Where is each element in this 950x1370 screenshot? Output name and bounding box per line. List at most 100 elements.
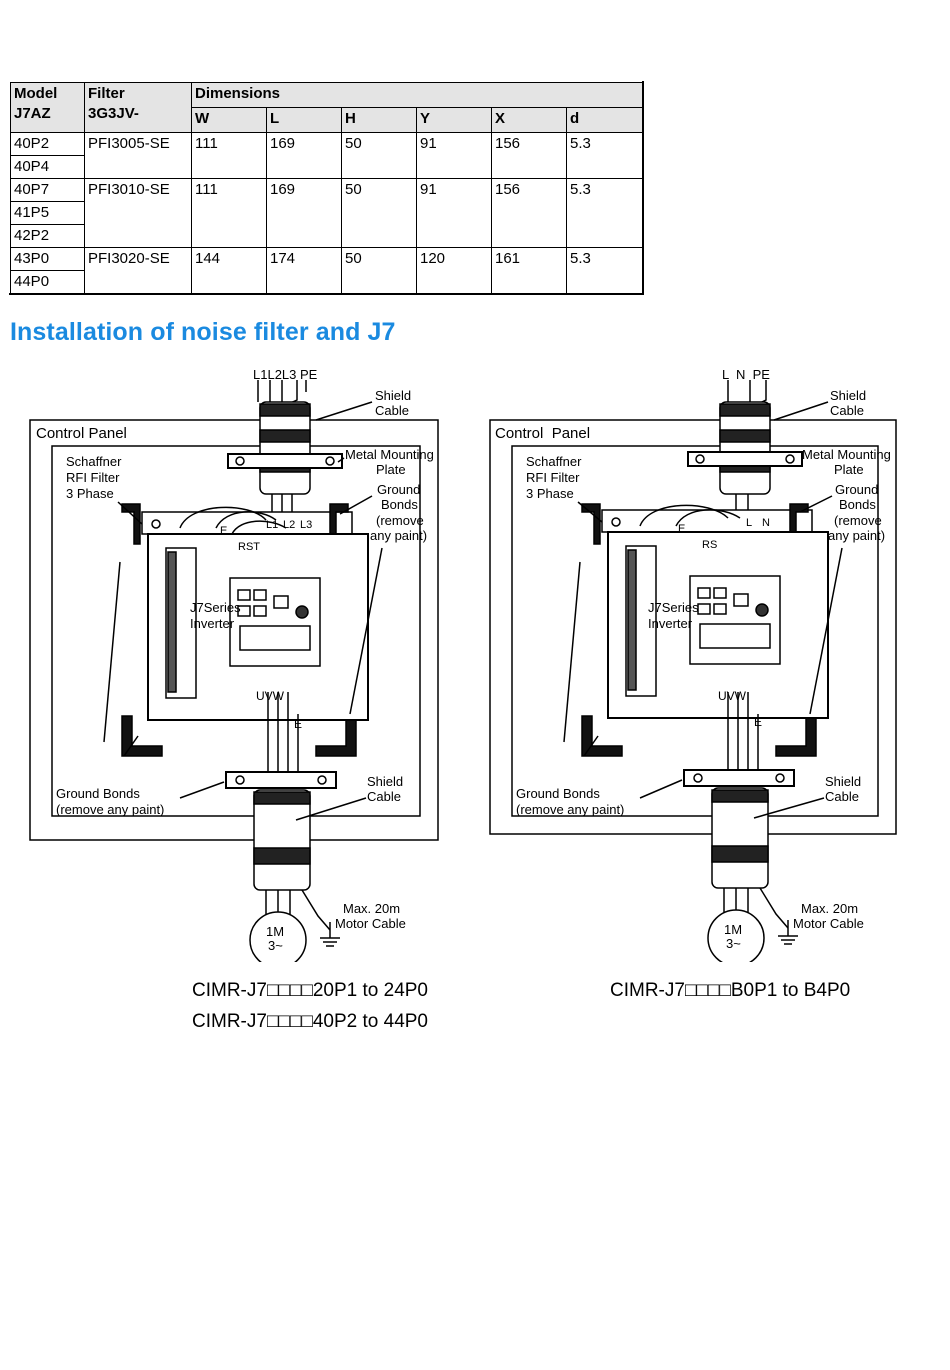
motor-cable-1: Max. 20m: [801, 901, 858, 916]
shield-cable-top-1: Shield: [375, 388, 411, 403]
table-row: 41P5: [10, 201, 643, 225]
model-cell: 40P7: [10, 178, 85, 202]
shield-cable-bottom-1: Shield: [825, 774, 861, 789]
filter-terminal-1: L1: [266, 519, 278, 531]
col-l-header: L: [266, 107, 342, 133]
w-cell: 144: [191, 247, 267, 294]
model-cell: 40P4: [10, 155, 85, 179]
inverter-label-2: Inverter: [648, 616, 693, 631]
rs-terminals: RS: [702, 539, 717, 551]
w-cell: 111: [191, 178, 267, 248]
filter-header: Filter 3G3JV-: [84, 82, 192, 133]
filter-label-3: 3 Phase: [66, 486, 114, 501]
shield-cable-top-2: Cable: [830, 403, 864, 418]
filter-label-2: RFI Filter: [526, 470, 580, 485]
d-cell: 5.3: [565, 247, 644, 294]
uvw-terminals: UVW: [718, 689, 747, 703]
col-h-header: H: [341, 107, 417, 133]
w-cell: 111: [191, 132, 267, 179]
earth-terminal: E: [294, 717, 302, 731]
x-cell: 156: [491, 132, 567, 179]
metal-mounting-1: Metal Mounting: [802, 447, 891, 462]
table-row: 40P2 PFI3005-SE 111 169 50 91 156 5.3: [10, 132, 644, 179]
dimensions-table: Model J7AZ Filter 3G3JV- Dimensions W L …: [10, 82, 644, 294]
shield-cable-bottom-2: Cable: [367, 789, 401, 804]
model-cell: 41P5: [10, 201, 85, 225]
inverter-label-1: J7Series: [190, 600, 241, 615]
filter-cell: PFI3020-SE: [84, 247, 192, 294]
section-title: Installation of noise filter and J7: [10, 318, 396, 346]
metal-mounting-2: Plate: [834, 462, 864, 477]
ground-bonds-bottom-1: Ground Bonds: [516, 786, 600, 801]
motor-cable-2: Motor Cable: [335, 916, 406, 931]
x-cell: 156: [491, 178, 567, 248]
y-cell: 91: [416, 132, 492, 179]
model-cell: 42P2: [10, 224, 85, 248]
rst-terminals: RST: [238, 541, 260, 553]
ground-bonds-right-3: (remove: [834, 513, 882, 528]
uvw-terminals: UVW: [256, 689, 285, 703]
filter-label-3: 3 Phase: [526, 486, 574, 501]
filter-label-1: Schaffner: [526, 454, 582, 469]
shield-cable-top-1: Shield: [830, 388, 866, 403]
ground-bonds-bottom-2: (remove any paint): [56, 802, 164, 817]
filter-header-line2: 3G3JV-: [88, 105, 139, 122]
three-phase-installation-diagram: L1L2L3 PE Control Panel Schaffner RFI Fi…: [29, 367, 439, 962]
model-header: Model J7AZ: [10, 82, 85, 133]
col-w-header: W: [191, 107, 267, 133]
ground-bonds-right-4: any paint): [370, 528, 427, 543]
col-y-header: Y: [416, 107, 492, 133]
motor-label-1: 1M: [266, 924, 284, 939]
motor-label-1: 1M: [724, 922, 742, 937]
table-row: 44P0: [10, 270, 643, 294]
metal-mounting-1: Metal Mounting: [345, 447, 434, 462]
caption-left-1: CIMR-J7□□□□20P1 to 24P0: [192, 980, 428, 1001]
input-terminals-label: L N PE: [722, 367, 770, 382]
control-panel-label: Control Panel: [495, 425, 590, 442]
shield-cable-bottom-1: Shield: [367, 774, 403, 789]
caption-right-1: CIMR-J7□□□□B0P1 to B4P0: [610, 980, 851, 1001]
filter-header-line1: Filter: [88, 85, 125, 102]
l-cell: 169: [266, 132, 342, 179]
y-cell: 120: [416, 247, 492, 294]
table-row: 40P4: [10, 155, 643, 179]
inverter-label-1: J7Series: [648, 600, 699, 615]
table-row: 40P7 PFI3010-SE 111 169 50 91 156 5.3: [10, 178, 644, 248]
control-panel-label: Control Panel: [36, 425, 127, 442]
earth-terminal: E: [754, 715, 762, 729]
model-header-line1: Model: [14, 85, 58, 102]
filter-label-1: Schaffner: [66, 454, 122, 469]
d-cell: 5.3: [565, 132, 644, 179]
filter-terminal-e: E: [678, 523, 685, 535]
y-cell: 91: [416, 178, 492, 248]
ground-bonds-right-1: Ground: [835, 482, 878, 497]
ground-bonds-bottom-1: Ground Bonds: [56, 786, 140, 801]
inverter-label-2: Inverter: [190, 616, 235, 631]
filter-terminal-2: L2: [283, 519, 295, 531]
filter-label-2: RFI Filter: [66, 470, 120, 485]
caption-left-2: CIMR-J7□□□□40P2 to 44P0: [192, 1011, 428, 1032]
dimensions-header: Dimensions: [190, 82, 644, 108]
single-phase-installation-diagram: L N PE Control Panel Schaffner RFI Filte…: [489, 367, 897, 962]
motor-label-2: 3~: [268, 938, 283, 953]
x-cell: 161: [491, 247, 567, 294]
ground-bonds-right-1: Ground: [377, 482, 420, 497]
ground-bonds-right-2: Bonds: [381, 497, 418, 512]
ground-bonds-bottom-2: (remove any paint): [516, 802, 624, 817]
motor-label-2: 3~: [726, 936, 741, 951]
l-cell: 174: [266, 247, 342, 294]
d-cell: 5.3: [565, 178, 644, 248]
filter-terminal-e: E: [220, 525, 227, 537]
motor-cable-2: Motor Cable: [793, 916, 864, 931]
col-d-header: d: [565, 107, 644, 133]
table-row: 43P0 PFI3020-SE 144 174 50 120 161 5.3: [10, 247, 644, 294]
h-cell: 50: [341, 247, 417, 294]
model-header-line2: J7AZ: [14, 105, 51, 122]
model-cell: 44P0: [10, 270, 85, 294]
l-cell: 169: [266, 178, 342, 248]
metal-mounting-2: Plate: [376, 462, 406, 477]
ground-bonds-right-4: any paint): [828, 528, 885, 543]
shield-cable-top-2: Cable: [375, 403, 409, 418]
filter-cell: PFI3005-SE: [84, 132, 192, 179]
input-terminals-label: L1L2L3 PE: [253, 367, 318, 382]
